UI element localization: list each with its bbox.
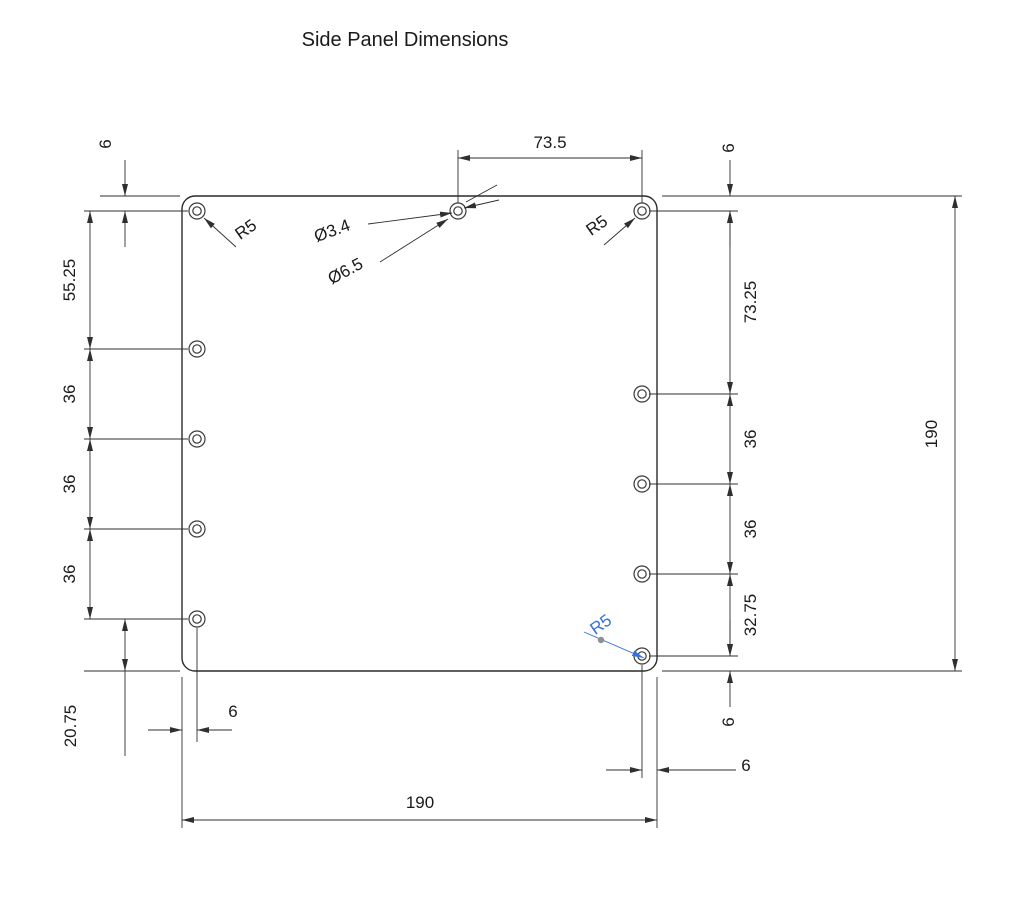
dim-left-spacing-1[interactable]: 55.25 <box>60 211 93 349</box>
dim-top-right-edge-offset[interactable]: 6 <box>719 143 738 247</box>
dim-right-spacing-4[interactable]: 32.75 <box>727 574 760 656</box>
hole-left-5[interactable] <box>188 610 206 628</box>
dim-right-spacing-2[interactable]: 36 <box>727 394 760 484</box>
dim-text-overall-height[interactable]: 190 <box>922 420 941 448</box>
hole-top-right[interactable] <box>633 202 651 220</box>
dim-text-bottom-right-edge-offset[interactable]: 6 <box>719 717 738 726</box>
callout-radius-top-right[interactable]: R5 <box>582 211 636 246</box>
dim-text-right-spacing-1[interactable]: 73.25 <box>741 281 760 324</box>
dim-text-left-spacing-3[interactable]: 36 <box>60 475 79 494</box>
dim-bottom-left-inset[interactable]: 6 <box>148 702 238 733</box>
callout-hole-diameter-inner[interactable]: Ø3.4 <box>312 199 500 246</box>
extension-lines <box>84 150 962 828</box>
hole-right-4[interactable] <box>633 565 651 583</box>
callout-text-hole-diameter-inner[interactable]: Ø3.4 <box>312 216 353 246</box>
dim-text-bottom-left-inset[interactable]: 6 <box>228 702 237 721</box>
dim-right-spacing-1[interactable]: 73.25 <box>727 211 760 394</box>
dim-text-bottom-right-inset[interactable]: 6 <box>741 756 750 775</box>
dim-left-spacing-2[interactable]: 36 <box>60 349 93 439</box>
dim-overall-height[interactable]: 190 <box>922 196 958 671</box>
hole-right-3[interactable] <box>633 475 651 493</box>
hole-top-left[interactable] <box>188 202 206 220</box>
dim-text-right-spacing-2[interactable]: 36 <box>741 430 760 449</box>
dim-text-left-bottom-offset[interactable]: 20.75 <box>61 705 80 748</box>
dim-left-spacing-4[interactable]: 36 <box>60 529 93 619</box>
callout-text-hole-diameter-outer[interactable]: Ø6.5 <box>325 254 366 288</box>
dim-left-spacing-3[interactable]: 36 <box>60 439 93 529</box>
hole-top-middle[interactable] <box>449 202 467 220</box>
dim-bottom-right-inset[interactable]: 6 <box>606 756 751 775</box>
callout-text-radius-bottom-right[interactable]: R5 <box>586 610 615 638</box>
dim-text-top-hole-spacing[interactable]: 73.5 <box>533 133 566 152</box>
dim-left-bottom-offset[interactable]: 20.75 <box>61 619 128 756</box>
callout-radius-bottom-right-selected[interactable]: R5 <box>583 610 645 659</box>
dim-text-right-spacing-3[interactable]: 36 <box>741 520 760 539</box>
leader-attach-dot[interactable] <box>597 636 605 644</box>
dim-text-left-spacing-2[interactable]: 36 <box>60 385 79 404</box>
panel-geometry[interactable] <box>181 195 658 672</box>
hole-left-4[interactable] <box>188 520 206 538</box>
dim-overall-width[interactable]: 190 <box>182 793 657 823</box>
hole-left-3[interactable] <box>188 430 206 448</box>
dim-top-left-edge-offset[interactable]: 6 <box>96 139 128 247</box>
callout-text-radius-top-left[interactable]: R5 <box>231 215 260 243</box>
hole-bottom-right[interactable] <box>633 647 651 665</box>
dim-text-right-spacing-4[interactable]: 32.75 <box>741 594 760 637</box>
panel-outline[interactable] <box>181 195 658 672</box>
callout-radius-top-left[interactable]: R5 <box>203 215 260 248</box>
callout-hole-diameter-outer[interactable]: Ø6.5 <box>325 184 498 288</box>
callout-text-radius-top-right[interactable]: R5 <box>582 211 611 239</box>
dim-text-overall-width[interactable]: 190 <box>406 793 434 812</box>
mounting-holes[interactable] <box>188 202 651 665</box>
dim-top-hole-spacing[interactable]: 73.5 <box>458 133 642 161</box>
drawing-title: Side Panel Dimensions <box>302 29 509 51</box>
dim-text-top-right-edge-offset[interactable]: 6 <box>719 143 738 152</box>
hole-left-2[interactable] <box>188 340 206 358</box>
dim-text-top-left-edge-offset[interactable]: 6 <box>96 139 115 148</box>
dim-right-spacing-3[interactable]: 36 <box>727 484 760 574</box>
dim-bottom-right-edge-offset[interactable]: 6 <box>719 620 738 727</box>
dim-text-left-spacing-4[interactable]: 36 <box>60 565 79 584</box>
hole-right-2[interactable] <box>633 385 651 403</box>
dim-text-left-spacing-1[interactable]: 55.25 <box>60 259 79 302</box>
